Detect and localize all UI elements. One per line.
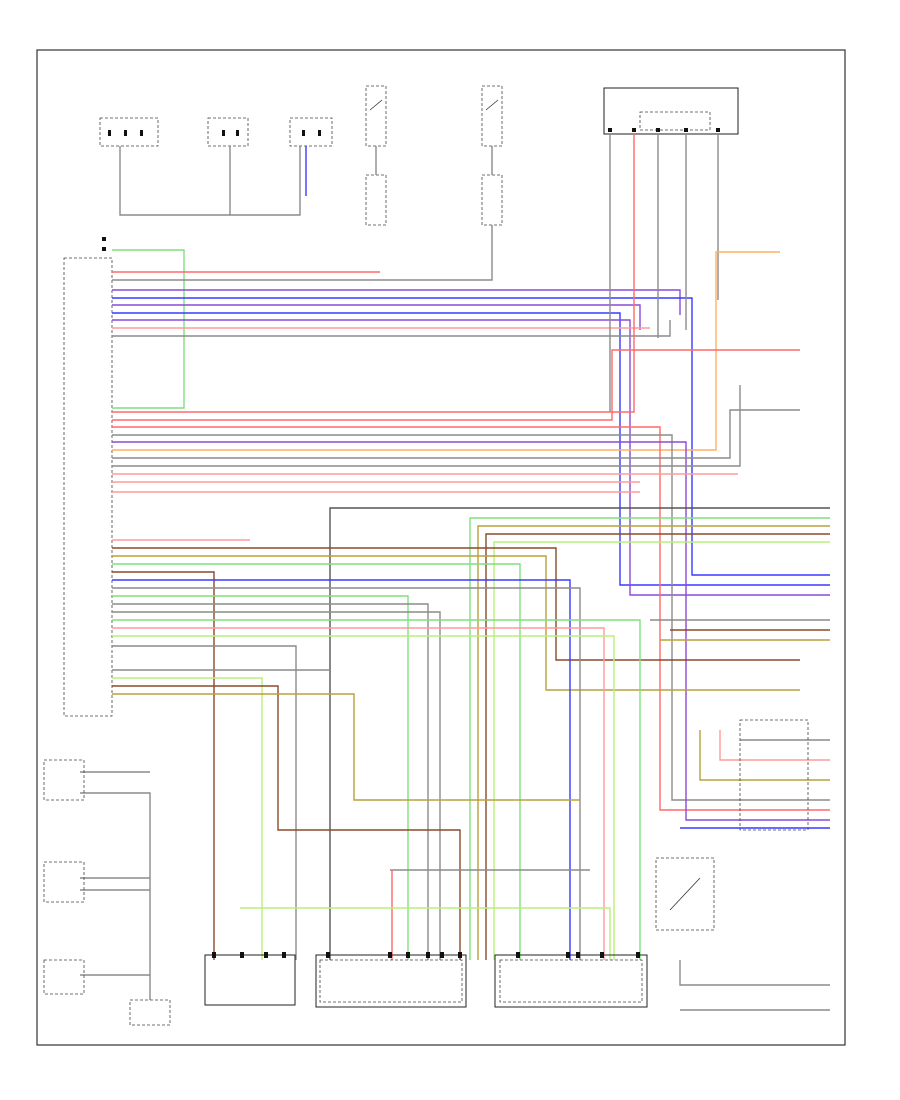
module-side-right — [655, 719, 809, 931]
module-right — [494, 952, 648, 1008]
sensor-3 — [289, 117, 333, 147]
top-sensors — [99, 85, 739, 226]
left-components — [43, 759, 171, 1026]
sensor-2 — [207, 117, 249, 147]
wire-harness — [80, 134, 830, 1011]
diagram-frame — [36, 49, 846, 1046]
module-left — [204, 952, 296, 1006]
ecu-pins — [102, 237, 106, 251]
module-center — [315, 952, 467, 1008]
ecu-connector — [63, 257, 113, 717]
relay-block — [603, 87, 739, 135]
sensor-1 — [99, 117, 159, 147]
bottom-modules — [43, 719, 809, 1026]
